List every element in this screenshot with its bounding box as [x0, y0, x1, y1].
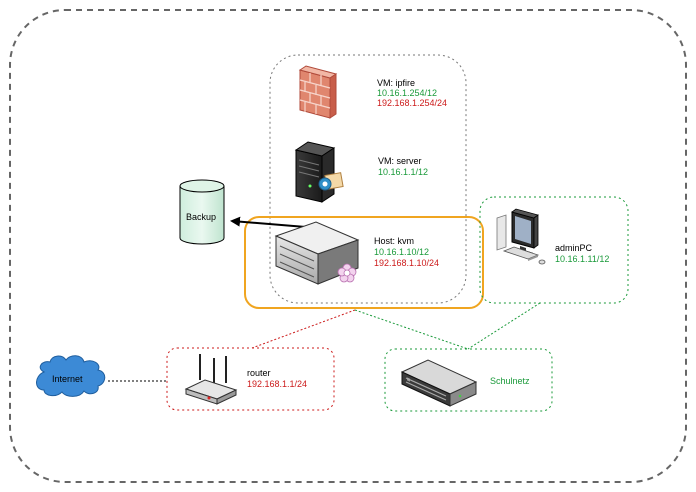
adminpc-ip-green: 10.16.1.11/12 — [555, 254, 610, 264]
link-kvm-switch — [354, 309, 469, 350]
server-ip-green: 10.16.1.1/12 — [378, 167, 429, 177]
host-kvm-box[interactable] — [244, 216, 484, 309]
router-ip-red: 192.168.1.1/24 — [247, 379, 308, 389]
link-kvm-router — [251, 309, 356, 349]
firewall-icon — [298, 65, 338, 119]
ipfire-ip-red: 192.168.1.254/24 — [377, 98, 448, 108]
link-adminpc-switch — [467, 302, 541, 350]
backup-name: Backup — [186, 212, 217, 222]
router-name: router — [247, 368, 271, 378]
network-switch-icon — [400, 359, 478, 407]
wifi-router-icon — [184, 354, 238, 405]
adminpc-box[interactable] — [479, 196, 629, 304]
cloud-icon — [36, 355, 106, 397]
kvm-ip-green: 10.16.1.10/12 — [374, 247, 430, 257]
internet-name: Internet — [52, 374, 83, 384]
adminpc-name: adminPC — [555, 243, 593, 253]
server-name: VM: server — [378, 156, 422, 166]
desktop-computer-icon — [496, 208, 546, 265]
kvm-ip-red: 192.168.1.10/24 — [374, 258, 440, 268]
host-server-icon — [274, 221, 360, 285]
kvm-name: Host: kvm — [374, 236, 415, 246]
database-icon — [179, 179, 225, 245]
vm-container — [269, 54, 467, 304]
switch-name: Schulnetz — [490, 376, 530, 386]
ipfire-ip-green: 10.16.1.254/12 — [377, 88, 438, 98]
ipfire-name: VM: ipfire — [377, 78, 416, 88]
server-icon — [294, 141, 344, 203]
